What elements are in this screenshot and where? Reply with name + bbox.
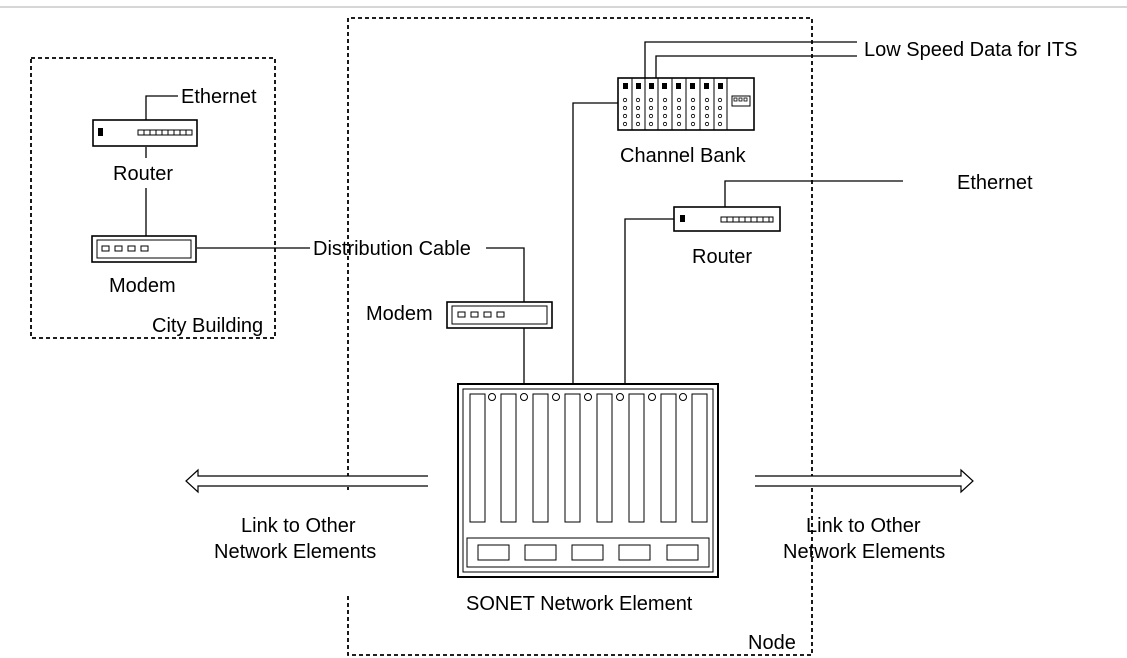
router-left-device xyxy=(92,119,198,147)
modem-left-device xyxy=(91,235,197,263)
modem-left-label: Modem xyxy=(109,275,176,297)
sonet-network-element-label: SONET Network Element xyxy=(466,593,693,615)
link-left-label-line1: Link to Other xyxy=(241,515,356,537)
router-right-device xyxy=(673,206,781,232)
node-label: Node xyxy=(748,632,796,654)
link-left-arrow xyxy=(185,468,428,494)
ethernet-left-label: Ethernet xyxy=(181,86,257,108)
distribution-cable-line-right xyxy=(486,247,525,302)
channel-bank-device xyxy=(617,77,755,131)
ethernet-right-line xyxy=(724,180,903,207)
link-right-label-line2: Network Elements xyxy=(783,541,945,563)
router-left-label: Router xyxy=(113,163,173,185)
link-right-label-line1: Link to Other xyxy=(806,515,921,537)
router-right-label: Router xyxy=(692,246,752,268)
low-speed-line-2 xyxy=(655,55,857,78)
link-left-label-line2: Network Elements xyxy=(214,541,376,563)
modem-node-device xyxy=(446,301,553,329)
modem-node-label: Modem xyxy=(366,303,433,325)
low-speed-line-1 xyxy=(644,41,857,78)
ethernet-right-label: Ethernet xyxy=(957,172,1033,194)
router-right-to-sonet-line xyxy=(624,218,674,384)
channel-bank-to-sonet-line xyxy=(572,102,618,384)
distribution-cable-label: Distribution Cable xyxy=(313,238,471,260)
ethernet-left-line xyxy=(145,95,178,120)
sonet-network-element-device xyxy=(457,383,719,578)
city-building-label: City Building xyxy=(152,315,263,337)
node-boundary xyxy=(347,17,813,656)
link-right-arrow xyxy=(755,468,974,494)
city-building-boundary xyxy=(30,57,276,339)
low-speed-data-label: Low Speed Data for ITS xyxy=(864,39,1077,61)
channel-bank-label: Channel Bank xyxy=(620,145,747,167)
